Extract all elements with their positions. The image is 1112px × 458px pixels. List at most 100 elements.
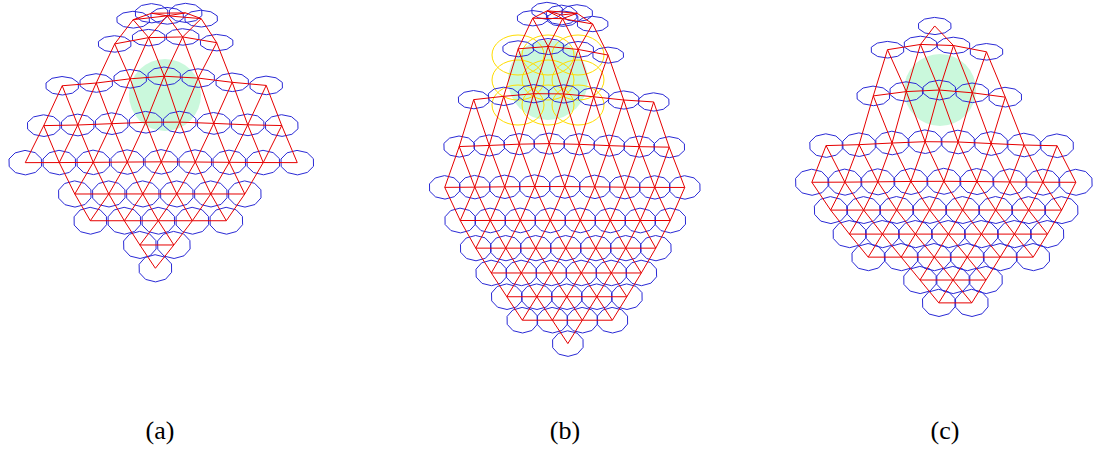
mesh-edge [263, 162, 297, 163]
mesh-edge [897, 210, 916, 234]
mesh-edge [109, 193, 143, 194]
mesh-edge [1029, 210, 1062, 211]
mesh-edge [944, 181, 977, 182]
mesh-edge [640, 220, 670, 221]
mesh-edge [507, 297, 523, 320]
mesh-edge [522, 297, 536, 320]
mesh-edge [939, 90, 958, 142]
mesh-edge [845, 145, 859, 182]
mesh-edge [849, 210, 863, 234]
mesh-edge [161, 162, 177, 194]
mesh-edge [972, 93, 1005, 97]
mesh-edge [504, 96, 520, 144]
mesh-edge [1010, 182, 1029, 210]
mesh-edge [96, 79, 130, 83]
mesh-edge [1010, 181, 1043, 182]
mesh-edge [445, 147, 459, 188]
mesh-edge [669, 147, 685, 187]
mesh-edge [1014, 234, 1033, 257]
mesh-edge [174, 221, 192, 245]
mesh-edge [506, 248, 522, 273]
mesh-edge [551, 273, 567, 297]
mesh-edge [873, 50, 887, 96]
mesh-edge [93, 162, 127, 163]
mesh-edge [1014, 210, 1028, 234]
mesh-edge [873, 92, 906, 96]
mesh-edge [180, 78, 198, 122]
mesh-edge [1000, 234, 1014, 257]
mesh-edge [1043, 182, 1062, 210]
mesh-edge [112, 79, 130, 124]
mesh-edge [812, 182, 831, 210]
mesh-edge [596, 220, 610, 248]
mesh-edge [183, 37, 217, 43]
mesh-edge [911, 181, 930, 210]
mesh-edge [146, 76, 164, 122]
mesh-edge [109, 162, 127, 194]
mesh-edge [915, 210, 929, 234]
mesh-edge [934, 257, 967, 258]
mesh-edge [580, 187, 594, 221]
mesh-edge [939, 302, 972, 303]
mesh-edge [939, 90, 972, 93]
mesh-edge [229, 125, 247, 163]
mesh-edge [214, 123, 230, 162]
mesh-edge [459, 145, 489, 146]
mesh-edge [143, 162, 161, 194]
mesh-edge [167, 16, 183, 37]
mesh-edge [490, 187, 504, 221]
mesh-edge [901, 257, 934, 258]
mesh-edge [75, 193, 109, 194]
mesh-edge [534, 93, 564, 94]
mesh-edge [192, 194, 210, 221]
mesh-edge [627, 273, 641, 297]
mesh-edge [654, 102, 670, 147]
mesh-edge [167, 16, 201, 19]
mesh-edge [263, 126, 281, 163]
mesh-edge [248, 124, 282, 126]
mesh-edge [566, 220, 580, 248]
mesh-edge [90, 220, 124, 221]
mesh-edge [595, 186, 625, 187]
mesh-edge [565, 144, 579, 186]
mesh-edge [149, 16, 167, 38]
mesh-edge [177, 194, 193, 221]
mesh-edge [977, 181, 1010, 182]
mesh-edge [521, 248, 535, 273]
mesh-edge [198, 43, 216, 78]
mesh-edge [124, 220, 158, 221]
mesh-edge [578, 49, 594, 96]
mesh-edge [78, 83, 96, 125]
mesh-edge [948, 234, 967, 257]
mesh-edge [533, 18, 563, 19]
mesh-edge [161, 122, 179, 162]
mesh-edge [925, 141, 958, 142]
mesh-edge [550, 220, 566, 248]
mesh-edge [133, 20, 149, 38]
mesh-edge [25, 162, 59, 163]
mesh-edge [167, 13, 185, 16]
mesh-edge [911, 142, 925, 182]
mesh-edge [93, 162, 109, 194]
mesh-edge [567, 297, 583, 320]
mesh-edge [967, 257, 986, 280]
mesh-edge [519, 144, 535, 186]
mesh-edge [624, 100, 654, 102]
mesh-edge [611, 272, 641, 273]
mesh-edge [112, 124, 128, 162]
mesh-edge [826, 146, 845, 183]
mesh-edge [211, 193, 245, 194]
mesh-edge [490, 220, 506, 248]
mesh-edge [878, 182, 897, 210]
vertex-polygon [139, 255, 172, 282]
mesh-edge [906, 44, 920, 91]
mesh-edge [953, 280, 986, 281]
mesh-edge [566, 248, 596, 249]
mesh-edge [624, 100, 640, 147]
mesh-edge [195, 162, 211, 194]
mesh-edge [226, 194, 244, 221]
mesh-edge [459, 147, 475, 188]
mesh-edge [489, 96, 503, 145]
mesh-edge [953, 46, 986, 52]
contact-ring [492, 35, 544, 75]
